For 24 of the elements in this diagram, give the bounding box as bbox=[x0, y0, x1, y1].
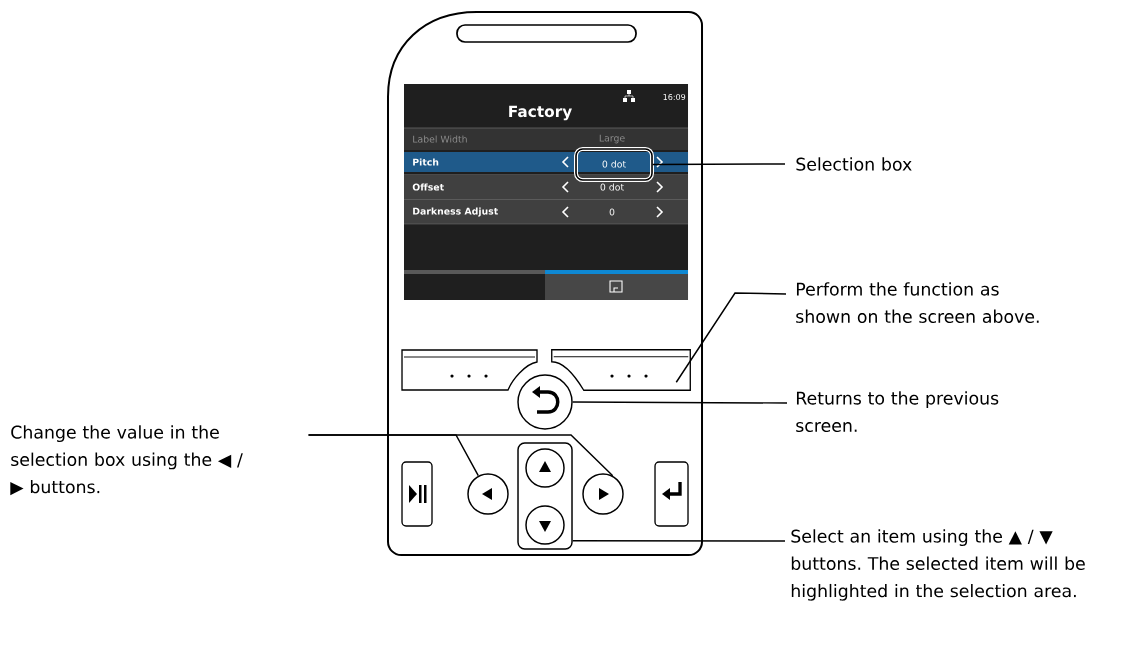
menu-value: 0 bbox=[609, 208, 615, 216]
menu-item: Pitch bbox=[413, 158, 439, 166]
callout-text: Selection box bbox=[796, 157, 912, 171]
leader-line bbox=[307, 434, 614, 477]
selection-box bbox=[574, 147, 654, 182]
menu-item: Offset bbox=[412, 183, 444, 191]
menu-value: 0 dot bbox=[602, 160, 626, 168]
callout-text: Select an item using the ▲ / ▼ buttons. The selected item will be highlighted in the selection area. bbox=[791, 529, 1085, 601]
leader-line bbox=[572, 540, 786, 542]
leader-line bbox=[651, 163, 786, 166]
menu-item: Darkness Adjust bbox=[413, 207, 498, 217]
leader-line bbox=[675, 292, 787, 383]
leader-line bbox=[572, 401, 788, 404]
screen-title: Factory bbox=[509, 105, 572, 121]
left-button bbox=[467, 473, 509, 515]
up-down-buttons bbox=[517, 442, 573, 550]
callout-text: Returns to the previous screen. bbox=[796, 391, 999, 432]
callout-text: Change the value in the selection box using the ◀ / ▶ buttons. bbox=[10, 425, 243, 496]
soft-key bbox=[551, 349, 691, 391]
right-button bbox=[582, 473, 624, 515]
menu-item: Label Width bbox=[413, 135, 467, 143]
status-time: 16:09 bbox=[663, 93, 686, 100]
callout-text: Perform the function as shown on the screen above. bbox=[796, 282, 1039, 323]
back-button bbox=[517, 374, 573, 430]
